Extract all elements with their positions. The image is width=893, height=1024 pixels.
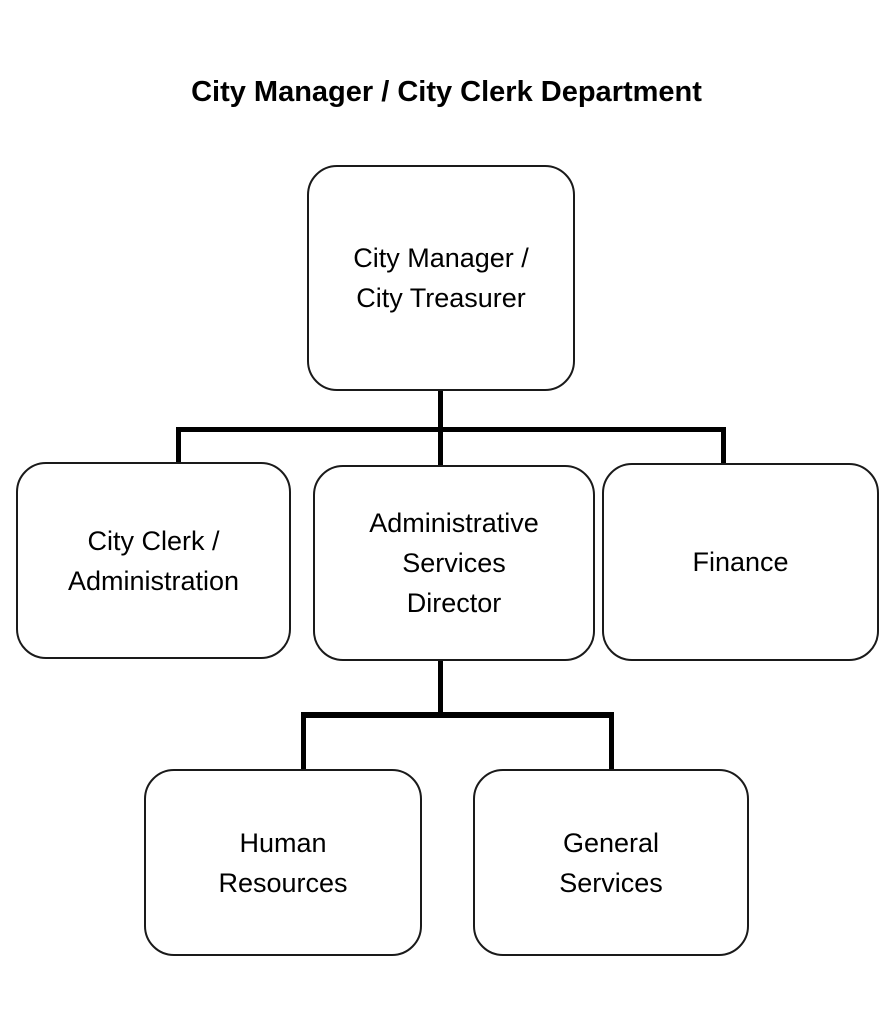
node-label-finance: Finance [692, 547, 789, 577]
node-city-clerk[interactable]: City Clerk / Administration [16, 462, 291, 659]
connector-stem-admin-services [438, 659, 443, 716]
node-finance[interactable]: Finance [602, 463, 879, 661]
node-city-manager[interactable]: City Manager / City Treasurer [307, 165, 575, 391]
connector-drop-general-services [609, 712, 614, 770]
node-general-services[interactable]: General Services [473, 769, 749, 956]
node-label-city-manager: City Manager / City Treasurer [353, 243, 529, 313]
connector-bus-level-2 [176, 427, 726, 432]
connector-drop-human-resources [301, 712, 306, 770]
connector-bus-level-3 [301, 712, 614, 718]
page-title: City Manager / City Clerk Department [191, 76, 702, 108]
connector-drop-admin-services [438, 427, 443, 467]
connector-drop-city-clerk [176, 427, 181, 465]
node-label-city-clerk: City Clerk / Administration [67, 525, 240, 596]
connector-stem-city-manager [438, 389, 443, 431]
node-label-human-resources: Human Resources [218, 827, 348, 898]
node-administrative-services-director[interactable]: Administrative Services Director [313, 465, 595, 661]
node-human-resources[interactable]: Human Resources [144, 769, 422, 956]
node-label-administrative-services-director: Administrative Services Director [369, 508, 539, 618]
node-label-general-services: General Services [559, 827, 663, 898]
connector-drop-finance [721, 427, 726, 465]
